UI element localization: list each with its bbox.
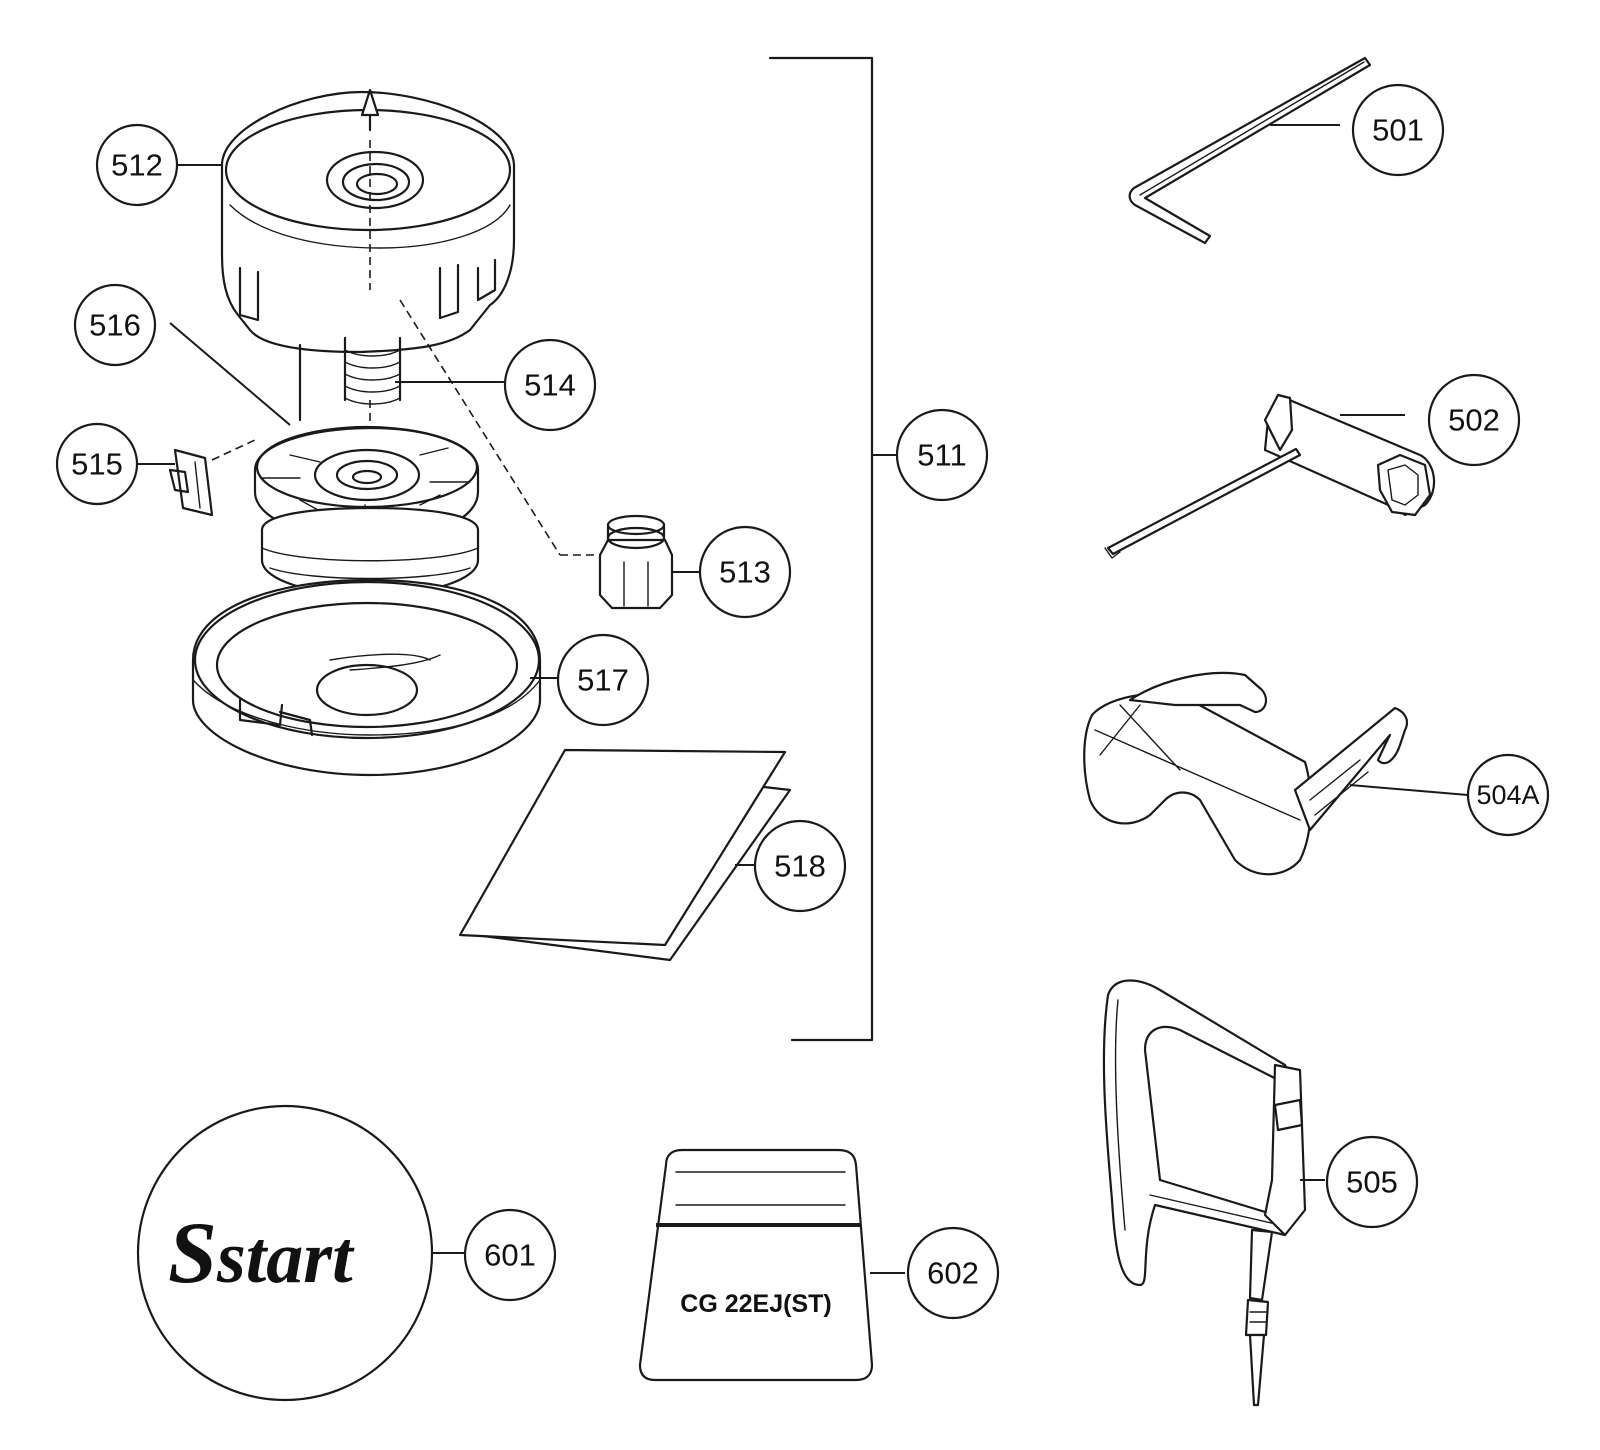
callout-512: 512 (95, 123, 179, 207)
svg-text:501: 501 (1372, 113, 1424, 148)
svg-text:513: 513 (719, 555, 771, 590)
harness-505 (1102, 979, 1307, 1407)
callout-504a: 504A (1466, 753, 1550, 837)
svg-text:518: 518 (774, 849, 826, 884)
bracket-511 (768, 56, 900, 1042)
callout-502: 502 (1427, 373, 1521, 467)
svg-text:516: 516 (89, 308, 141, 343)
manual-518 (458, 748, 792, 962)
callout-511: 511 (895, 408, 989, 502)
svg-text:511: 511 (917, 438, 966, 473)
svg-text:602: 602 (927, 1256, 979, 1291)
model-label-602: CG 22EJ(ST) (638, 1148, 874, 1382)
nut-513 (598, 514, 674, 610)
callout-601: 601 (463, 1208, 557, 1302)
clip-515 (168, 439, 256, 517)
logo-text: Sstart (168, 1205, 355, 1302)
svg-text:502: 502 (1448, 403, 1500, 438)
svg-text:505: 505 (1346, 1165, 1398, 1200)
model-label-text: CG 22EJ(ST) (680, 1290, 831, 1318)
svg-text:515: 515 (71, 447, 123, 482)
svg-text:517: 517 (577, 663, 629, 698)
base-housing-517 (191, 578, 542, 777)
svg-text:514: 514 (524, 368, 576, 403)
callout-518: 518 (753, 819, 847, 913)
callout-513: 513 (698, 525, 792, 619)
callout-517: 517 (556, 633, 650, 727)
outer-cap-512 (220, 88, 516, 354)
callout-505: 505 (1325, 1135, 1419, 1229)
callout-516: 516 (73, 283, 157, 367)
safety-glasses-504a (1083, 671, 1409, 876)
leader-lines (137, 124, 1469, 1274)
svg-text:512: 512 (111, 148, 163, 183)
callout-602: 602 (906, 1226, 1000, 1320)
callout-514: 514 (503, 338, 597, 432)
plug-wrench-502 (1104, 393, 1436, 559)
hex-key-501 (1128, 56, 1372, 245)
svg-text:601: 601 (484, 1238, 536, 1273)
callout-501: 501 (1351, 83, 1445, 177)
callout-515: 515 (55, 422, 139, 506)
svg-text:504A: 504A (1476, 780, 1539, 810)
logo-sticker-601: Sstart (136, 1104, 434, 1402)
